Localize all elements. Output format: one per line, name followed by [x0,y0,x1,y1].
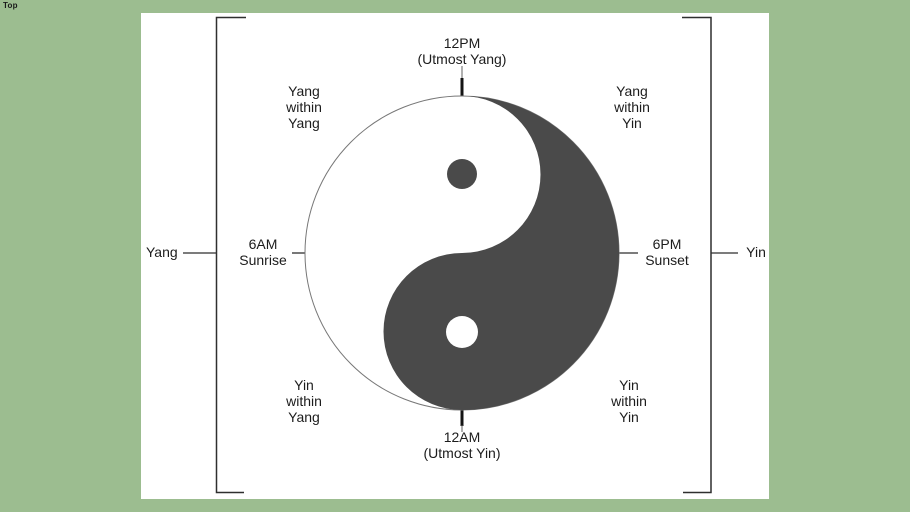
quadrant-label-bottom-left: Yin within Yang [286,377,322,425]
side-label-yang: Yang [146,244,178,260]
quadrant-line: Yang [288,409,320,425]
sunrise-time: 6AM [248,236,278,252]
quadrant-line: Yin [619,377,639,393]
quadrant-line: within [611,393,647,409]
yin-dot-in-yang [447,159,477,189]
noon-label: 12PM (Utmost Yang) [418,35,507,67]
side-label-yin: Yin [746,244,766,260]
left-bracket [215,16,246,494]
midnight-time: 12AM [443,429,481,445]
quadrant-line: within [286,99,322,115]
sunset-label: 6PM Sunset [645,236,689,268]
quadrant-line: Yang [288,115,320,131]
sunset-event: Sunset [645,252,689,268]
view-orientation-label: Top [3,1,18,10]
quadrant-line: Yang [288,83,320,99]
quadrant-line: within [286,393,322,409]
right-bracket [682,16,712,494]
midnight-label: 12AM (Utmost Yin) [423,429,500,461]
yin-yang-diagram-svg [183,16,738,494]
diagram-panel: 12PM (Utmost Yang) 12AM (Utmost Yin) 6AM… [141,13,769,499]
noon-note: (Utmost Yang) [417,51,507,67]
sunset-time: 6PM [652,236,682,252]
midnight-note: (Utmost Yin) [423,445,501,461]
quadrant-line: Yin [294,377,314,393]
quadrant-label-bottom-right: Yin within Yin [611,377,647,425]
quadrant-label-top-left: Yang within Yang [286,83,322,131]
sunrise-event: Sunrise [239,252,287,268]
noon-time: 12PM [443,35,481,51]
quadrant-line: Yin [619,409,639,425]
quadrant-line: within [614,99,650,115]
yin-region [383,96,619,410]
quadrant-line: Yin [622,115,642,131]
sunrise-label: 6AM Sunrise [239,236,286,268]
quadrant-line: Yang [616,83,648,99]
yang-dot-in-yin [446,316,478,348]
quadrant-label-top-right: Yang within Yin [614,83,650,131]
